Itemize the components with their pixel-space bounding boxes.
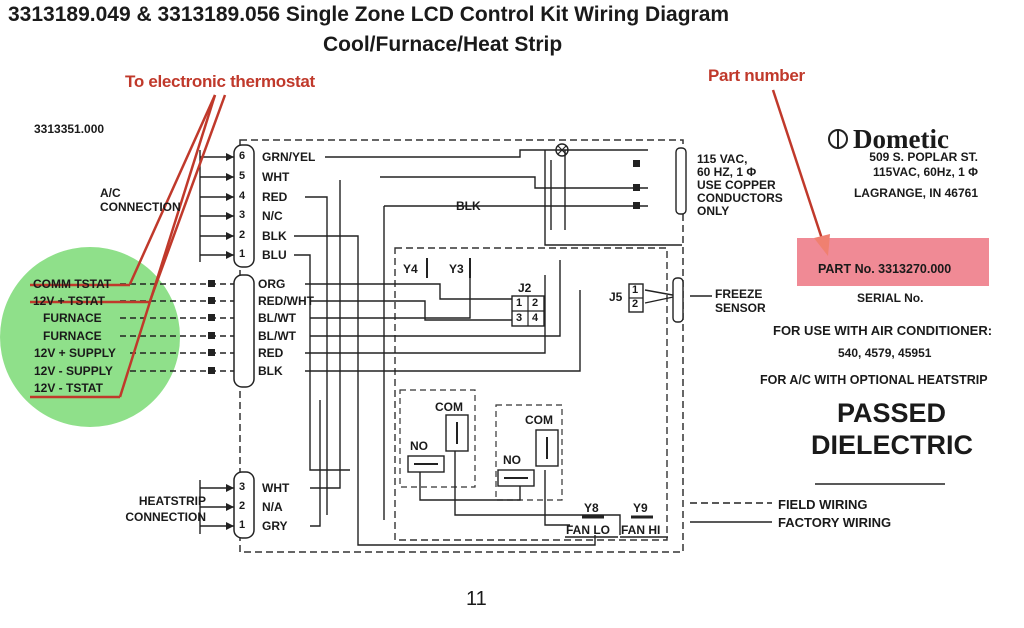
address-line: LAGRANGE, IN 46761 [853,186,978,200]
power-line: ONLY [697,204,730,218]
freeze-line: FREEZE [715,287,763,301]
diagram-subtitle: Cool/Furnace/Heat Strip [323,33,563,56]
part-number: PART No. 3313270.000 [818,262,952,276]
heatstrip-pin-wire: GRY [262,519,288,533]
thermostat-wire-label: ORG [258,277,286,291]
dometic-brand: Dometic [853,124,949,154]
part-number-arrow [814,234,830,256]
no-label: NO [410,439,428,453]
ac-pin-wire: RED [262,190,288,204]
j2-pin: 4 [532,312,539,324]
j5-pin: 1 [632,284,639,296]
address-line: 509 S. POPLAR ST. [869,150,978,164]
part-number-annotation: Part number [708,66,805,85]
j2-label: J2 [518,281,532,295]
legend-factory-wiring: FACTORY WIRING [778,515,892,530]
freeze-line: SENSOR [715,301,766,315]
freeze-connector [672,277,684,323]
heatstrip-connector [233,471,255,539]
control-board [394,247,668,541]
use-with-label: FOR USE WITH AIR CONDITIONER: [773,323,993,338]
address-line: 115VAC, 60Hz, 1 Φ [872,165,978,179]
ac-pin-number: 6 [239,150,246,162]
heatstrip-pin-number: 1 [239,519,246,531]
power-spec: 115 VAC, 60 HZ, 1 Φ USE COPPER CONDUCTOR… [697,153,807,218]
thermostat-terminal-label: 12V + TSTAT [33,294,105,308]
ac-pin-wire: BLK [262,229,287,243]
use-with-models: 540, 4579, 45951 [838,346,932,360]
ac-pin-number: 1 [239,248,246,260]
ac-pin-wire: WHT [262,170,290,184]
power-terminal [675,147,687,215]
passed-text: PASSED [837,398,947,428]
dielectric-text: DIELECTRIC [811,430,973,460]
ac-connector [233,144,255,268]
j5-pin: 2 [632,298,639,310]
relay-box-right [495,404,563,501]
terminal-highlight [0,247,180,427]
thermostat-annotation: To electronic thermostat [125,72,315,91]
part-number-highlight [797,238,989,286]
fan-hi-label: FAN HI [621,523,661,537]
legend-field-wiring: FIELD WIRING [778,497,868,512]
y8-label: Y8 [584,501,599,515]
thermostat-terminal-label: COMM TSTAT [33,277,112,291]
diagram-title: 3313189.049 & 3313189.056 Single Zone LC… [8,3,730,26]
ac-pin-number: 2 [239,229,246,241]
blk-power-label: BLK [456,199,481,213]
heatstrip-pin-number: 3 [239,481,246,493]
thermostat-wire-label: RED [258,346,284,360]
com-label: COM [525,413,553,427]
ac-pin-number: 5 [239,170,246,182]
ac-pin-number: 4 [239,190,246,202]
thermostat-terminal-label: FURNACE [43,329,102,343]
power-line: CONDUCTORS [697,191,783,205]
j2-pin: 2 [532,297,539,309]
relay-y4-label: Y4 [403,262,418,276]
ac-pin-wire: BLU [262,248,287,262]
heatstrip-pin-wire: N/A [262,500,283,514]
j2-pin: 3 [516,312,523,324]
power-line: 60 HZ, 1 Φ [697,165,757,179]
dometic-address: 509 S. POPLAR ST. 115VAC, 60Hz, 1 Φ LAGR… [820,150,978,201]
thermostat-wire-label: BL/WT [258,329,296,343]
dometic-logo-icon [828,129,848,149]
kit-number: 3313351.000 [34,122,105,136]
thermostat-wire-label: RED/WHT [258,294,314,308]
freeze-sensor-label: FREEZE SENSOR [715,287,766,315]
ac-pin-number: 3 [239,209,246,221]
com-label: COM [435,400,463,414]
no-label: NO [503,453,521,467]
optional-heatstrip: FOR A/C WITH OPTIONAL HEATSTRIP [760,373,988,387]
relay-y3-label: Y3 [449,262,464,276]
page-number: 11 [466,588,487,610]
relay-box-left [399,389,476,488]
power-line: USE COPPER [697,178,776,192]
fan-lo-label: FAN LO [566,523,610,537]
thermostat-wire-label: BL/WT [258,311,296,325]
thermostat-terminal-label: 12V - TSTAT [34,381,103,395]
y9-label: Y9 [633,501,648,515]
ac-connection-label: A/C CONNECTION [100,186,181,214]
control-enclosure [239,139,684,553]
j5-label: J5 [609,290,623,304]
serial-number: SERIAL No. [857,291,924,305]
heatstrip-pin-number: 2 [239,500,246,512]
ac-pin-wire: N/C [262,209,283,223]
thermostat-wire-label: BLK [258,364,283,378]
thermostat-terminal-label: FURNACE [43,311,102,325]
heatstrip-connection-label: HEATSTRIP CONNECTION [125,494,206,524]
ac-pin-wire: GRN/YEL [262,150,316,164]
thermostat-connector [233,274,255,388]
heatstrip-pin-wire: WHT [262,481,290,495]
j2-pin: 1 [516,297,523,309]
power-line: 115 VAC, [697,152,748,166]
thermostat-terminal-label: 12V - SUPPLY [34,364,113,378]
thermostat-terminal-label: 12V + SUPPLY [34,346,116,360]
